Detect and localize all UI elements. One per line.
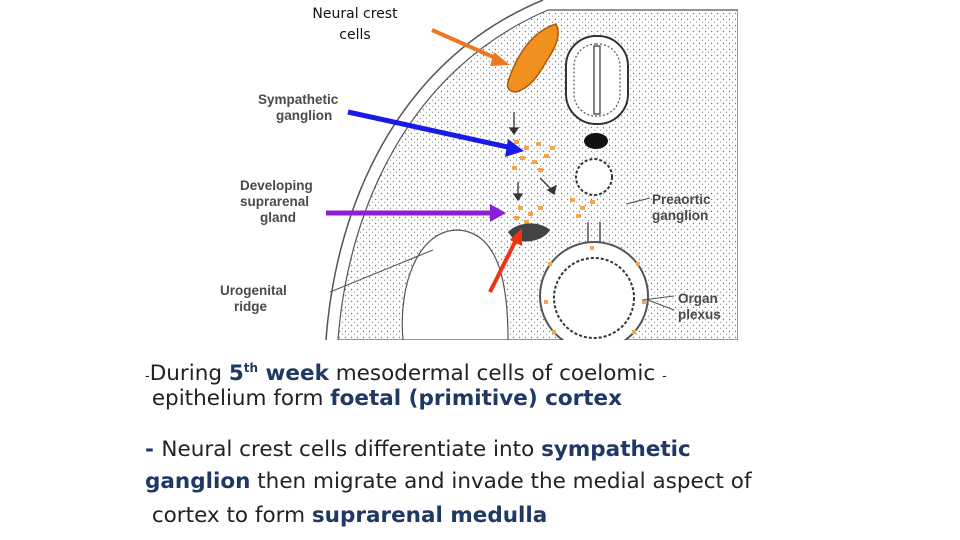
neural-crest xyxy=(506,23,559,93)
plexus-cells xyxy=(544,246,646,334)
sympathetic-cells xyxy=(512,140,555,172)
red-arrow xyxy=(488,228,522,293)
aorta xyxy=(575,158,613,196)
paragraph-2-line-2: ganglion then migrate and invade the med… xyxy=(145,469,752,494)
paragraph-1-line-2: epithelium form foetal (primitive) corte… xyxy=(145,386,622,411)
paragraph-2-line-3: cortex to form suprarenal medulla xyxy=(145,503,548,528)
body-surface-line xyxy=(325,0,544,340)
orange-arrow xyxy=(431,28,510,66)
purple-arrow xyxy=(326,204,506,222)
gut-lumen xyxy=(553,257,635,339)
notochord xyxy=(584,133,608,149)
blue-arrow xyxy=(347,109,524,157)
paragraph-2: - Neural crest cells differentiate into … xyxy=(145,437,691,462)
embryo-cross-section xyxy=(325,0,738,340)
paragraph-1: -During 5th week mesodermal cells of coe… xyxy=(145,361,667,387)
urogenital-ridge-shape xyxy=(401,229,509,340)
